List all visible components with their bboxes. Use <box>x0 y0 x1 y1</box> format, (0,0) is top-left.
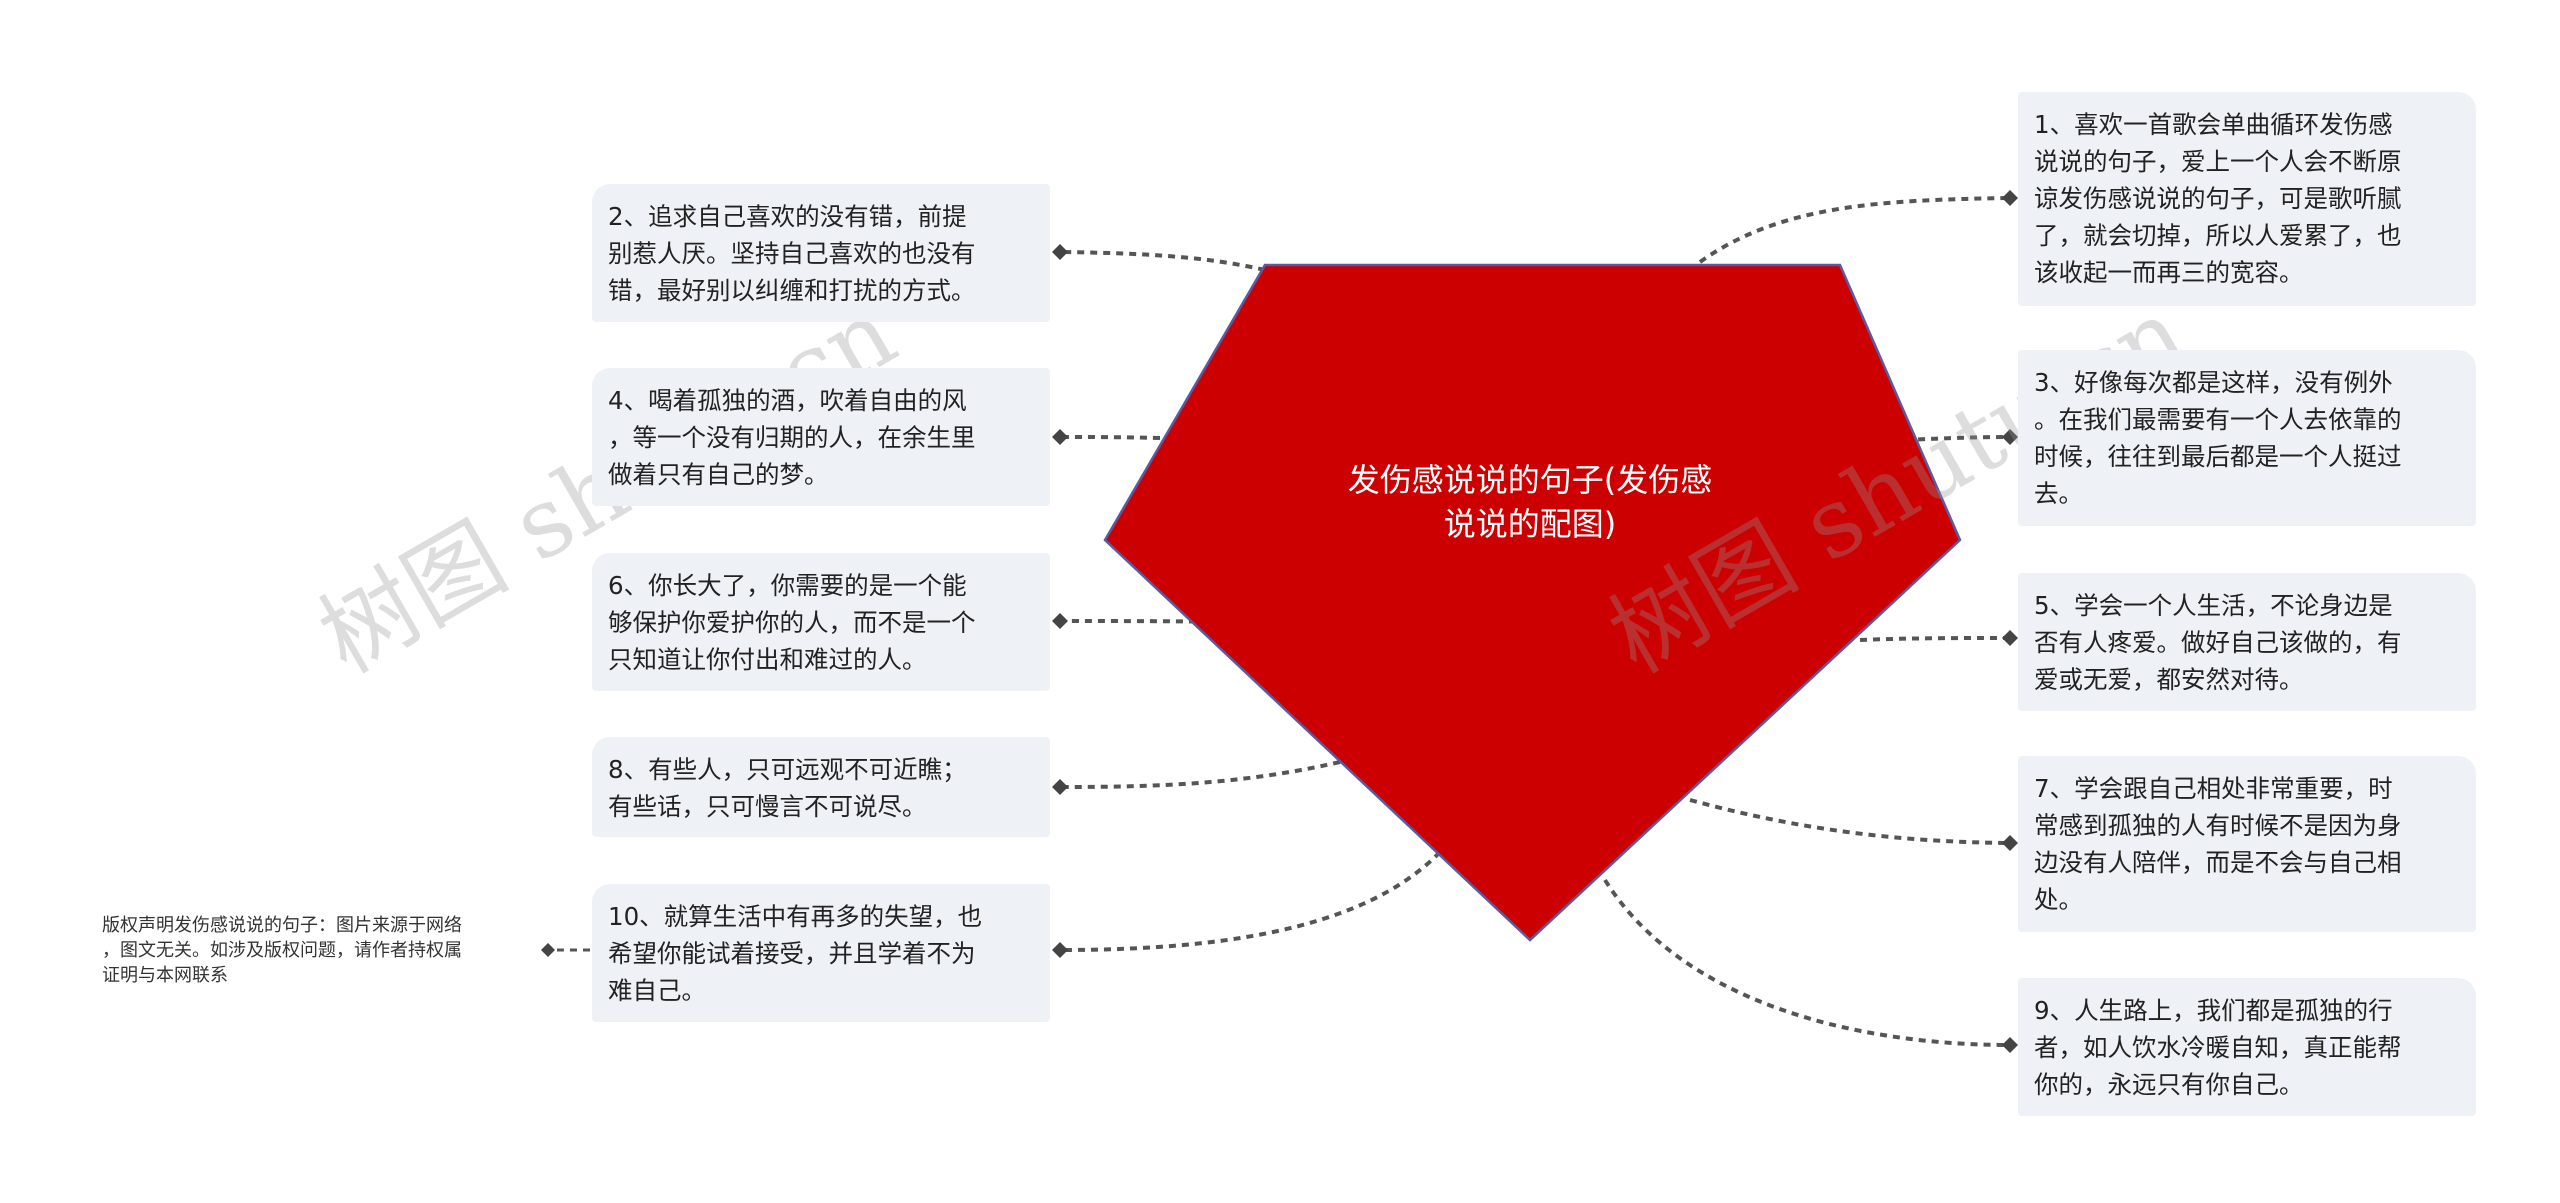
topic-node-2[interactable]: 2、追求自己喜欢的没有错，前提 别惹人厌。坚持自己喜欢的也没有 错，最好别以纠缠… <box>592 184 1050 322</box>
endpoint-n1 <box>2002 190 2018 206</box>
endpoint-n5 <box>2002 630 2018 646</box>
link-n8 <box>1059 760 1341 789</box>
endpoint-n10 <box>1052 942 1068 958</box>
link-n3 <box>1904 435 2011 442</box>
link-n10 <box>1059 850 1442 952</box>
topic-node-7[interactable]: 7、学会跟自己相处非常重要，时 常感到孤独的人有时候不是因为身 边没有人陪伴，而… <box>2018 756 2476 932</box>
endpoint-n6 <box>1052 613 1068 629</box>
endpoint-note <box>541 943 555 957</box>
topic-node-1[interactable]: 1、喜欢一首歌会单曲循环发伤感 说说的句子，爱上一个人会不断原 谅发伤感说说的句… <box>2018 92 2476 306</box>
link-n2 <box>1059 250 1266 272</box>
topic-node-3[interactable]: 3、好像每次都是这样，没有例外 。在我们最需要有一个人去依靠的 时候，往往到最后… <box>2018 350 2476 526</box>
endpoint-n8 <box>1052 779 1068 795</box>
link-n4 <box>1059 435 1161 440</box>
link-n5 <box>1859 636 2011 642</box>
link-n6 <box>1059 619 1236 624</box>
endpoint-n4 <box>1052 429 1068 445</box>
topic-node-5[interactable]: 5、学会一个人生活，不论身边是 否有人疼爱。做好自己该做的，有 爱或无爱，都安然… <box>2018 573 2476 711</box>
topic-node-6[interactable]: 6、你长大了，你需要的是一个能 够保护你爱护你的人，而不是一个 只知道让你付出和… <box>592 553 1050 691</box>
topic-node-4[interactable]: 4、喝着孤独的酒，吹着自由的风 ，等一个没有归期的人，在余生里 做着只有自己的梦… <box>592 368 1050 506</box>
endpoint-n2 <box>1052 244 1068 260</box>
topic-node-8[interactable]: 8、有些人，只可远观不可近瞧； 有些话，只可慢言不可说尽。 <box>592 737 1050 837</box>
endpoint-n3 <box>2002 429 2018 445</box>
center-topic-label: 发伤感说说的句子(发伤感 说说的配图) <box>1347 461 1713 543</box>
link-n7 <box>1689 798 2011 845</box>
copyright-note: 版权声明发伤感说说的句子：图片来源于网络 ，图文无关。如涉及版权问题，请作者持权… <box>102 915 462 986</box>
link-n1 <box>1698 196 2011 264</box>
endpoint-n7 <box>2002 835 2018 851</box>
topic-node-9[interactable]: 9、人生路上，我们都是孤独的行 者，如人饮水冷暖自知，真正能帮 你的，永远只有你… <box>2018 978 2476 1116</box>
endpoint-n9 <box>2002 1037 2018 1053</box>
topic-node-10[interactable]: 10、就算生活中有再多的失望，也 希望你能试着接受，并且学着不为 难自己。 <box>592 884 1050 1022</box>
center-topic-shape[interactable] <box>1103 263 1962 942</box>
link-n9 <box>1603 878 2011 1047</box>
